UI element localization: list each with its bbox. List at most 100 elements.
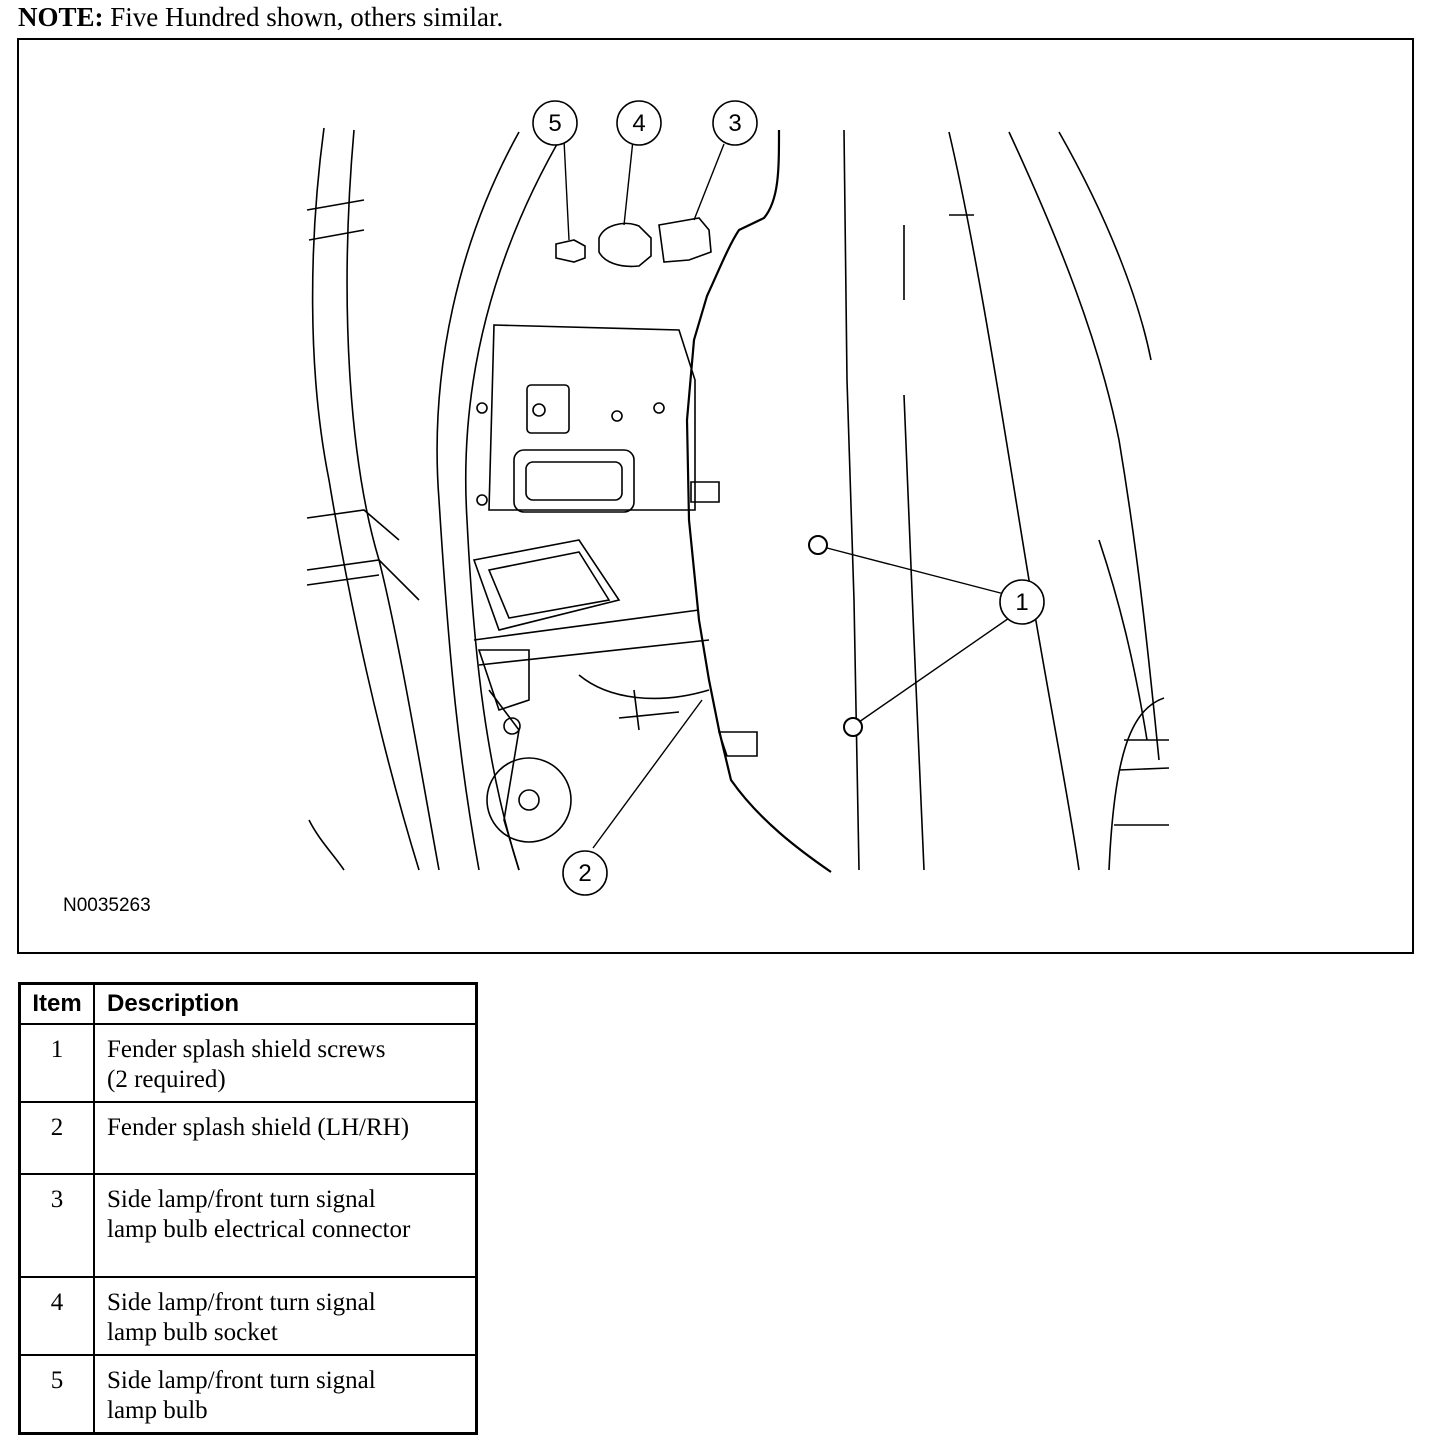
splash-shield-illustration: 1 2 3 4 5 [306, 100, 1170, 896]
note-label: NOTE: [18, 2, 104, 32]
panel-hole-3 [653, 402, 665, 414]
legend-description: Side lamp/front turn signal lamp bulb [93, 1354, 478, 1435]
wheel-opening-lines [1114, 739, 1170, 826]
legend-item-number: 4 [18, 1276, 95, 1356]
panel-opening-inner [525, 461, 623, 501]
arch-contour-3 [436, 131, 520, 871]
callout-circle-1 [999, 579, 1045, 625]
lower-curve [578, 674, 710, 700]
fender-contour-2 [1058, 131, 1152, 361]
legend-item-number: 1 [18, 1023, 95, 1103]
callouts: 1 2 3 4 5 [532, 100, 1045, 896]
legend-description-line: Fender splash shield screws [107, 1036, 386, 1063]
cross-member-end [477, 649, 530, 712]
leader-4 [623, 139, 634, 226]
callout-circle-2 [562, 850, 608, 896]
fender-line-1 [843, 129, 860, 871]
screw-lower [843, 717, 863, 737]
screws [808, 535, 863, 737]
fender-contour-3 [948, 131, 1080, 871]
arch-lower-curve [308, 819, 345, 871]
wheel-opening [1108, 697, 1165, 871]
lower-fastener [618, 689, 680, 731]
fender-contour-4 [1098, 539, 1148, 741]
inner-panel [488, 324, 696, 511]
callout-label-4: 4 [632, 110, 645, 137]
legend-description-line: lamp bulb electrical connector [107, 1216, 411, 1243]
legend-row-2: 2 Fender splash shield (LH/RH) [18, 1101, 478, 1175]
callout-circle-3 [712, 100, 758, 146]
panel-hole-1 [532, 403, 546, 417]
panel-slot [526, 384, 570, 434]
electrical-connector-drawing [658, 217, 712, 263]
leader-3 [693, 143, 725, 221]
callout-label-5: 5 [548, 110, 561, 137]
legend-table: Item Description 1 Fender splash shield … [18, 982, 478, 1435]
legend-description-line: (2 required) [107, 1066, 226, 1093]
arch-contour-2 [346, 129, 440, 871]
shield-clip-lower [717, 731, 758, 757]
lower-bracket-inner [487, 551, 611, 619]
panel-hole-2 [611, 410, 623, 422]
legend-description-line: Side lamp/front turn signal [107, 1289, 376, 1316]
lamp-components [555, 217, 712, 268]
legend-header-row: Item Description [18, 982, 478, 1025]
legend-description-line: lamp bulb [107, 1397, 208, 1424]
legend-row-4: 4 Side lamp/front turn signal lamp bulb s… [18, 1276, 478, 1356]
legend-description: Side lamp/front turn signal lamp bulb soc… [93, 1276, 478, 1356]
leader-5 [563, 139, 570, 241]
callout-2: 2 [562, 850, 608, 896]
legend-item-number: 2 [18, 1101, 95, 1175]
legend-description-line: Side lamp/front turn signal [107, 1367, 376, 1394]
fender-contour-1 [1008, 131, 1160, 761]
callout-3: 3 [712, 100, 758, 146]
arch-detail-lines [306, 199, 365, 241]
strut-line [488, 689, 520, 871]
legend-item-number: 3 [18, 1173, 95, 1278]
legend-description-line: lamp bulb socket [107, 1319, 278, 1346]
legend-description: Fender splash shield screws (2 required) [93, 1023, 478, 1103]
bulb-socket-drawing [598, 222, 652, 268]
legend-row-1: 1 Fender splash shield screws (2 required… [18, 1023, 478, 1103]
legend-header-description: Description [93, 982, 478, 1025]
leader-lines [563, 139, 1013, 849]
cross-member [473, 609, 710, 666]
callout-label-1: 1 [1015, 589, 1028, 616]
screw-upper [808, 535, 828, 555]
legend-item-number: 5 [18, 1354, 95, 1435]
note-line: NOTE: Five Hundred shown, others similar… [18, 2, 503, 33]
callout-circle-5 [532, 100, 578, 146]
line-art [306, 127, 1170, 873]
suspension-nut [518, 789, 540, 811]
suspension-mount [486, 757, 572, 843]
callout-5: 5 [532, 100, 578, 146]
panel-hole-5 [476, 494, 488, 506]
panel-hole-4 [476, 402, 488, 414]
legend-description: Fender splash shield (LH/RH) [93, 1101, 478, 1175]
callout-label-2: 2 [578, 860, 591, 887]
callout-4: 4 [616, 100, 662, 146]
note-text: Five Hundred shown, others similar. [103, 2, 504, 32]
leader-2 [592, 699, 703, 849]
figure-id: N0035263 [63, 895, 151, 916]
shield-clip-upper [690, 481, 720, 503]
legend-description-line: Fender splash shield (LH/RH) [107, 1114, 410, 1141]
leader-1 [826, 547, 1013, 723]
legend-header-item: Item [18, 982, 95, 1025]
lower-bracket [472, 539, 621, 631]
illustration-frame: 1 2 3 4 5 N0035263 [17, 38, 1414, 954]
splash-shield-outline [685, 129, 832, 873]
callout-1: 1 [999, 579, 1045, 625]
fender-detail [903, 214, 974, 300]
arch-contour-4 [464, 131, 565, 871]
legend-row-5: 5 Side lamp/front turn signal lamp bulb [18, 1354, 478, 1435]
arch-bracket-lines [306, 509, 420, 601]
panel-opening [513, 449, 635, 513]
lamp-bulb-drawing [555, 239, 586, 263]
strut-nut [503, 717, 521, 735]
arch-contour-outer [311, 127, 420, 871]
callout-label-3: 3 [728, 110, 741, 137]
callout-circle-4 [616, 100, 662, 146]
